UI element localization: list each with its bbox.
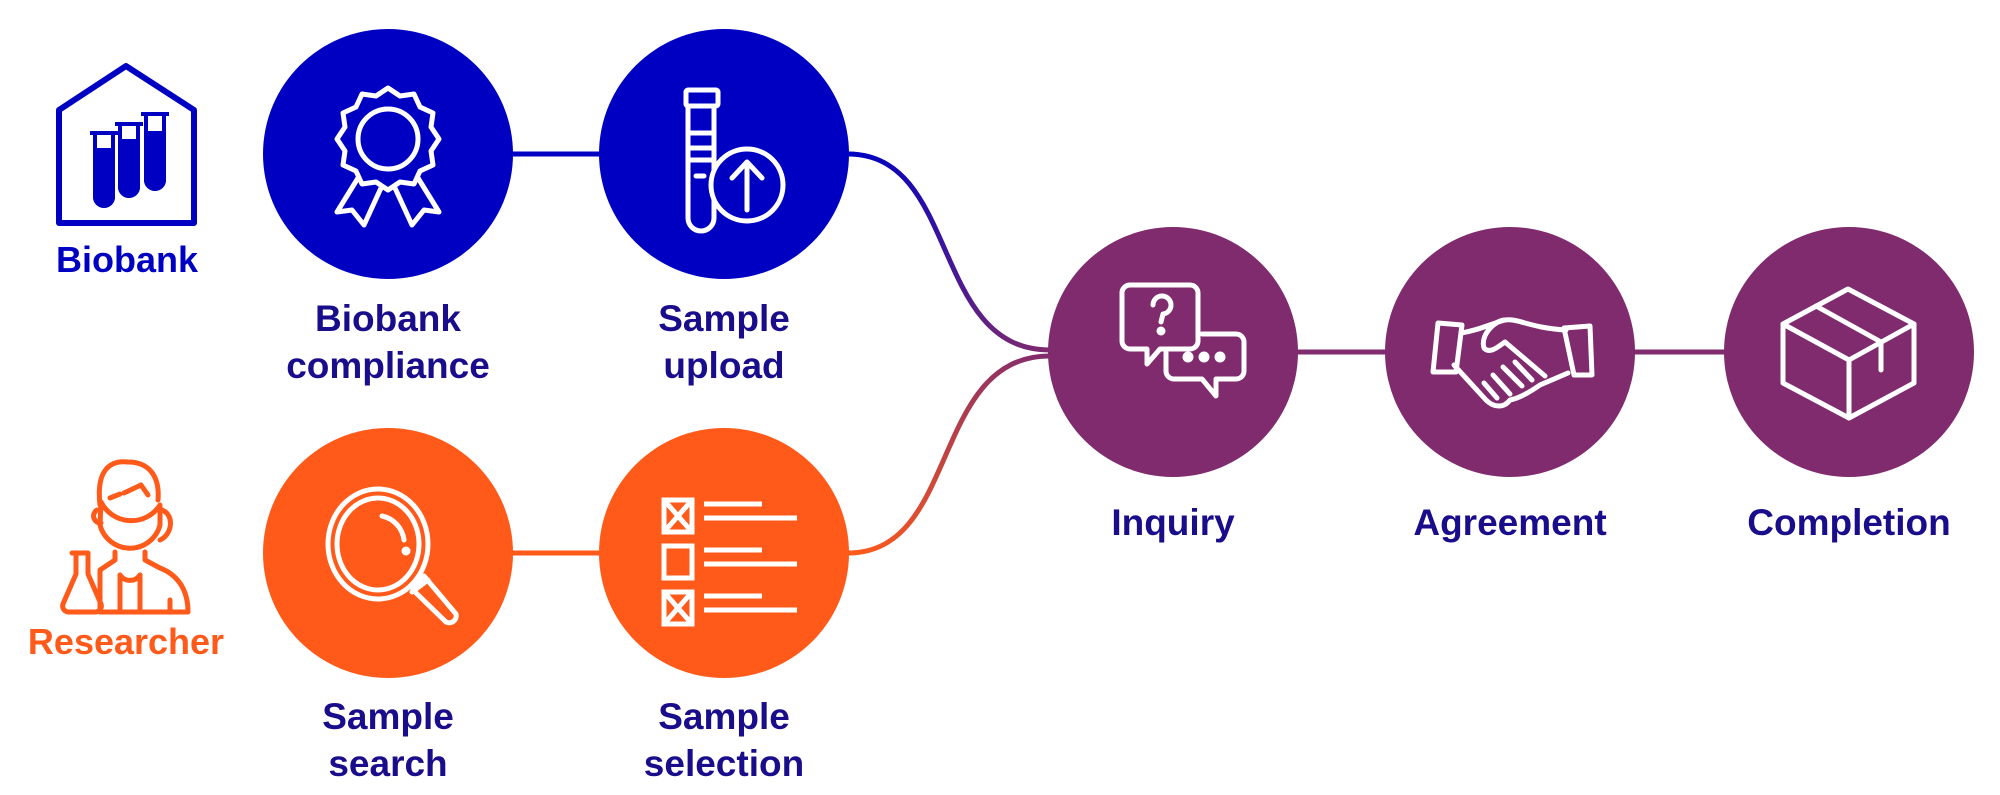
step-label-line: search xyxy=(328,743,448,784)
connector-selection-to-inquiry xyxy=(847,353,1051,556)
researcher-actor-label: Researcher xyxy=(27,621,225,662)
step-label-line: Sample xyxy=(658,298,790,339)
step-label-line: Sample xyxy=(658,696,790,737)
step-label-agreement: Agreement xyxy=(1413,502,1607,543)
step-label-sample-upload: Sample upload xyxy=(574,295,874,389)
connector-upload-to-inquiry xyxy=(847,151,1051,353)
handshake-icon xyxy=(1430,317,1595,409)
step-label-sample-search: Sample search xyxy=(238,693,538,787)
step-circle-sample-selection[interactable] xyxy=(599,428,849,678)
step-label-biobank-compliance: Biobank compliance xyxy=(238,295,538,389)
award-ribbon-icon xyxy=(334,85,442,228)
step-label-line: selection xyxy=(643,743,805,784)
biobank-house-test-tubes-icon xyxy=(56,63,197,226)
step-circle-biobank-compliance[interactable] xyxy=(263,29,513,279)
step-label-line: compliance xyxy=(286,345,490,386)
chat-bubbles-question-icon xyxy=(1119,282,1247,399)
step-label-sample-selection: Sample selection xyxy=(574,693,874,787)
step-circle-sample-search[interactable] xyxy=(263,428,513,678)
step-label-line: upload xyxy=(663,345,785,386)
step-circle-sample-upload[interactable] xyxy=(599,29,849,279)
package-box-icon xyxy=(1780,286,1917,421)
step-circle-agreement[interactable] xyxy=(1385,227,1635,477)
step-label-line: Biobank xyxy=(315,298,461,339)
step-label-inquiry: Inquiry xyxy=(1111,502,1235,543)
step-circle-completion[interactable] xyxy=(1724,227,1974,477)
test-tube-upload-icon xyxy=(683,87,786,234)
checklist-icon xyxy=(661,497,797,627)
step-label-completion: Completion xyxy=(1747,502,1951,543)
magnifying-glass-icon xyxy=(325,486,459,626)
researcher-scientist-flask-icon xyxy=(60,459,191,615)
biobank-actor-label: Biobank xyxy=(55,239,198,280)
step-label-line: Sample xyxy=(322,696,454,737)
step-circle-inquiry[interactable] xyxy=(1048,227,1298,477)
